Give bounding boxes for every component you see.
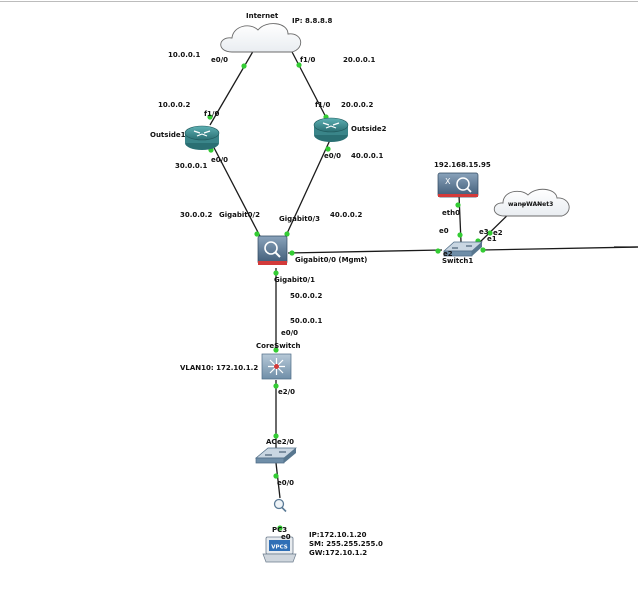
coreswitch-vlan-label: VLAN10: 172.10.1.2 (180, 364, 259, 372)
pc3-icon-text: VPCS (271, 545, 287, 551)
iface-label: Gigabit0/1 (274, 276, 315, 284)
iface-label: e2 (493, 229, 503, 237)
iface-label: 20.0.0.2 (341, 101, 374, 109)
internet-label: Internet (246, 12, 279, 20)
coreswitch-label: CoreSwitch (256, 342, 301, 350)
pc3-ip: IP:172.10.1.20 (309, 531, 367, 539)
link-outside1-firewall[interactable] (209, 139, 263, 241)
link-ac-pc3[interactable] (275, 462, 281, 499)
internet-ip-label: IP: 8.8.8.8 (292, 17, 333, 25)
link-outside2-firewall[interactable] (283, 139, 331, 241)
iface-label: e1 (487, 235, 497, 243)
switch1-icon[interactable] (443, 241, 483, 257)
svg-text:X: X (445, 177, 451, 186)
wan-cloud-icon[interactable] (493, 188, 570, 217)
ac-switch-icon[interactable] (255, 447, 297, 464)
iface-label: Gigabit0/2 (219, 211, 260, 219)
outside1-router-icon[interactable] (184, 125, 220, 150)
switch1-label: Switch1 (442, 257, 474, 265)
iface-label: e0 (439, 227, 449, 235)
iface-label: 40.0.0.2 (330, 211, 363, 219)
iface-label: e0/0 (324, 152, 342, 160)
iface-label: 50.0.0.1 (290, 317, 323, 325)
iface-label: 20.0.0.1 (343, 56, 376, 64)
iface-label: 50.0.0.2 (290, 292, 323, 300)
outside2-router-icon[interactable] (313, 117, 349, 142)
iface-label: e3 (479, 228, 489, 236)
link-switch1-offscreen[interactable] (481, 246, 638, 251)
iface-label: 40.0.0.1 (351, 152, 384, 160)
port-indicators (207, 62, 493, 531)
iface-label: e0/0 (281, 329, 299, 337)
pc3-label: PC3 (272, 526, 288, 534)
iface-label: f1/0 (300, 56, 316, 64)
outside2-label: Outside2 (351, 125, 387, 133)
firewall-icon[interactable] (257, 235, 288, 265)
iface-label: 30.0.0.2 (180, 211, 213, 219)
iface-label: f1/0 (315, 101, 331, 109)
iface-label: eth0 (442, 209, 460, 217)
link-firewall-switch1[interactable] (287, 249, 443, 254)
ac-label: AC (266, 438, 277, 446)
coreswitch-icon[interactable] (261, 353, 292, 380)
iface-label: Gigabit0/3 (279, 215, 320, 223)
packet-capture-icon[interactable] (273, 498, 287, 513)
link-internet-outside1[interactable] (209, 47, 256, 126)
mgmt-host-ip-label: 192.168.15.95 (434, 161, 491, 169)
pc3-config: IP:172.10.1.20 SM: 255.255.255.0 GW:172.… (309, 531, 383, 558)
iface-label: 10.0.0.2 (158, 101, 191, 109)
pc3-gateway: GW:172.10.1.2 (309, 549, 368, 557)
iface-label: f1/0 (204, 110, 220, 118)
iface-label: e0/0 (211, 156, 229, 164)
iface-label: e0/0 (277, 479, 295, 487)
iface-label: e2/0 (277, 438, 295, 446)
iface-label: e0/0 (211, 56, 229, 64)
iface-label: Gigabit0/0 (Mgmt) (295, 256, 368, 264)
iface-label: e2/0 (278, 388, 296, 396)
mgmt-host-icon[interactable]: X (437, 172, 479, 198)
pc3-vpcs-icon[interactable]: VPCS (262, 536, 297, 563)
pc3-subnet-mask: SM: 255.255.255.0 (309, 540, 383, 548)
iface-label: 10.0.0.1 (168, 51, 201, 59)
internet-cloud-icon[interactable] (220, 23, 302, 53)
iface-label: 30.0.0.1 (175, 162, 208, 170)
iface-label: e2 (443, 250, 453, 258)
wan-cloud-label: wanp̶WAN̶et3 (508, 201, 554, 208)
link-internet-outside2[interactable] (289, 47, 331, 126)
iface-label: e0 (281, 533, 291, 541)
outside1-label: Outside1 (150, 131, 186, 139)
